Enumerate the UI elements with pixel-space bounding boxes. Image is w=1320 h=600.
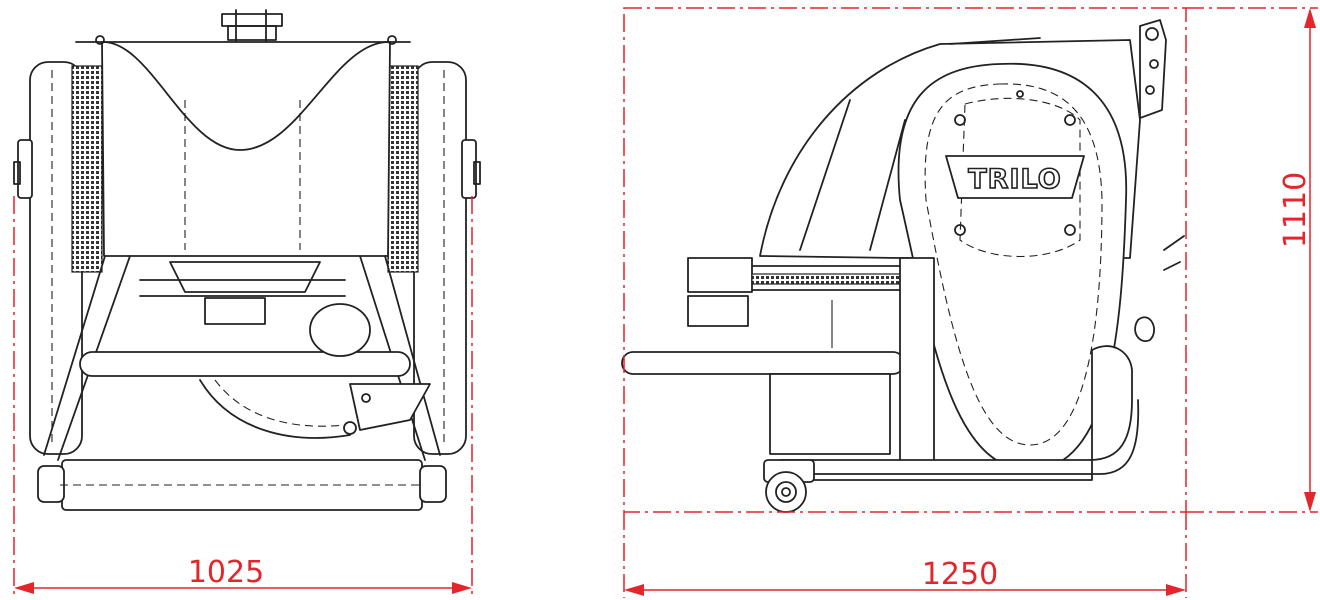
front-chassis — [43, 255, 441, 461]
trilo-logo: TRILO — [968, 164, 1061, 195]
trilo-logo-plate — [945, 155, 1085, 199]
side-height-label: 1110 — [1278, 172, 1313, 248]
side-castor — [763, 459, 815, 513]
side-view: TRILO — [621, 19, 1185, 513]
top-hitch — [221, 9, 283, 43]
side-dimensions: 1250 1110 — [623, 7, 1318, 598]
side-length-label: 1250 — [922, 557, 998, 592]
side-skid — [779, 345, 1140, 481]
right-wheel — [387, 61, 481, 455]
front-width-dimension: 1025 — [13, 196, 473, 598]
front-width-label: 1025 — [188, 555, 264, 590]
side-hitch — [1134, 19, 1185, 342]
collector-bin — [75, 35, 411, 257]
left-wheel — [13, 61, 103, 455]
side-chassis — [621, 257, 935, 465]
front-roller — [37, 459, 447, 511]
front-view — [13, 9, 481, 511]
belt-guard: TRILO — [897, 62, 1128, 471]
